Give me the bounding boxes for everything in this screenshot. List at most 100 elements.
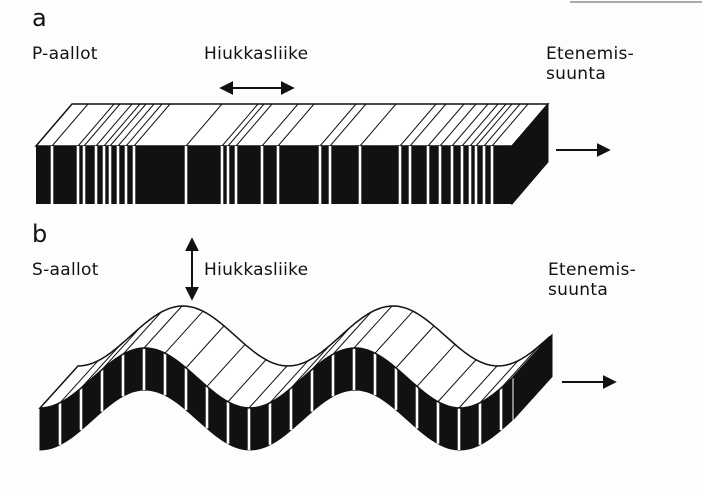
p-wave-front-gap xyxy=(234,146,238,204)
p-wave-front-gap xyxy=(76,146,80,204)
s-wave-front-gap xyxy=(163,353,167,396)
panel-b-direction-label-2: suunta xyxy=(548,280,609,300)
p-wave-top-line xyxy=(77,103,115,147)
p-wave-front-gap xyxy=(108,146,112,204)
s-wave-front-gap xyxy=(205,386,209,429)
s-wave-top-line xyxy=(227,359,267,403)
s-wave-front-gap xyxy=(415,386,419,429)
p-wave-top-line xyxy=(83,103,121,147)
p-wave-block xyxy=(34,102,550,206)
p-wave-top-lines xyxy=(51,103,529,147)
p-wave-front-gap xyxy=(482,146,486,204)
p-wave-top-line xyxy=(399,103,437,147)
p-wave-front-face xyxy=(36,146,512,204)
s-wave-front-gap xyxy=(394,367,398,410)
p-wave-front-gap xyxy=(82,146,86,204)
p-wave-top-line xyxy=(109,103,147,147)
p-wave-top-line xyxy=(95,103,133,147)
s-wave-top-line xyxy=(500,345,540,389)
p-wave-top-line xyxy=(221,103,259,147)
s-wave-top-line xyxy=(395,325,435,369)
p-wave-top-line xyxy=(133,103,171,147)
panel-b-direction-label-1: Etenemis- xyxy=(548,260,637,280)
p-wave-top-line xyxy=(451,103,489,147)
p-wave-top-line xyxy=(475,103,513,147)
s-wave-top-line xyxy=(101,327,141,370)
s-wave-top-line xyxy=(353,305,393,349)
p-wave-front-gap xyxy=(102,146,106,204)
s-wave-top-line xyxy=(458,365,498,409)
p-wave-front-gap xyxy=(276,146,280,204)
s-wave-front-gap xyxy=(436,401,440,444)
p-wave-top-line xyxy=(261,103,299,147)
p-wave-front-gap xyxy=(220,146,224,204)
p-wave-front-gap xyxy=(438,146,442,204)
s-wave-top-line xyxy=(122,311,162,355)
p-wave-front-gap xyxy=(408,146,412,204)
p-wave-front-gap xyxy=(318,146,322,204)
p-wave-front-gap xyxy=(474,146,478,204)
s-wave-top-line xyxy=(332,311,372,355)
p-wave-front-gap xyxy=(226,146,230,204)
p-wave-top-line xyxy=(439,103,477,147)
panel-a-wave-label: P-aallot xyxy=(32,44,98,64)
s-wave-front-gap xyxy=(310,369,314,412)
s-wave-top-line xyxy=(185,325,225,369)
p-wave-top-line xyxy=(277,103,315,147)
s-wave-front-gap xyxy=(142,348,146,391)
s-wave-front-gaps xyxy=(58,348,503,450)
p-wave-top-line xyxy=(319,103,357,147)
panel-b-letter: b xyxy=(32,220,48,248)
p-wave-front-gap xyxy=(460,146,464,204)
p-wave-top-line xyxy=(409,103,447,147)
s-wave-front-gap xyxy=(289,388,293,431)
p-wave-end-face xyxy=(511,102,549,206)
p-wave-top-line xyxy=(227,103,265,147)
s-wave-top-line xyxy=(80,345,120,389)
p-wave-top-line xyxy=(491,103,529,147)
p-wave-front-gap xyxy=(490,146,494,204)
p-wave-front-gap xyxy=(132,146,136,204)
s-wave-top-line xyxy=(206,344,246,387)
s-wave-top-line xyxy=(311,327,351,370)
s-wave-front-gap xyxy=(121,354,125,397)
p-wave-front-gap xyxy=(116,146,120,204)
s-wave-top-line xyxy=(269,360,309,404)
p-wave-front-gaps xyxy=(50,146,494,204)
p-wave-top-line xyxy=(483,103,521,147)
panel-b-particle-label: Hiukkasliike xyxy=(204,260,309,280)
s-wave-block xyxy=(38,305,553,451)
s-wave-front-gap xyxy=(352,348,356,391)
panel-a-particle-label: Hiukkasliike xyxy=(204,44,309,64)
s-wave-top-line xyxy=(164,310,204,354)
p-wave-front-gap xyxy=(328,146,332,204)
s-wave-top-line xyxy=(248,365,288,409)
s-wave-front-gap xyxy=(457,407,461,450)
panel-a-direction-label-1: Etenemis- xyxy=(546,44,635,64)
p-wave-top-line xyxy=(329,103,367,147)
p-wave-top-line xyxy=(125,103,163,147)
p-wave-front-gap xyxy=(94,146,98,204)
p-wave-top-line xyxy=(359,103,397,147)
p-wave-top-line xyxy=(117,103,155,147)
p-wave-front-gap xyxy=(398,146,402,204)
panel-a-letter: a xyxy=(32,4,47,32)
p-wave-top-line xyxy=(461,103,499,147)
s-wave-front-gap xyxy=(79,388,83,431)
s-wave-front-gap xyxy=(247,407,251,450)
p-wave-top-line xyxy=(235,103,273,147)
p-wave-front-gap xyxy=(450,146,454,204)
s-wave-top-line xyxy=(143,305,183,349)
s-wave-front-gap xyxy=(268,402,272,445)
s-wave-front-gap xyxy=(58,402,62,445)
s-wave-top-line xyxy=(59,360,99,404)
panel-a-direction-label-2: suunta xyxy=(546,64,607,84)
s-wave-end-face xyxy=(513,333,553,420)
s-wave-front-gap xyxy=(184,367,188,410)
s-wave-front-gap xyxy=(478,402,482,445)
p-wave-top-line xyxy=(51,103,89,147)
s-wave-front-gap xyxy=(499,388,503,431)
p-wave-front-gap xyxy=(468,146,472,204)
